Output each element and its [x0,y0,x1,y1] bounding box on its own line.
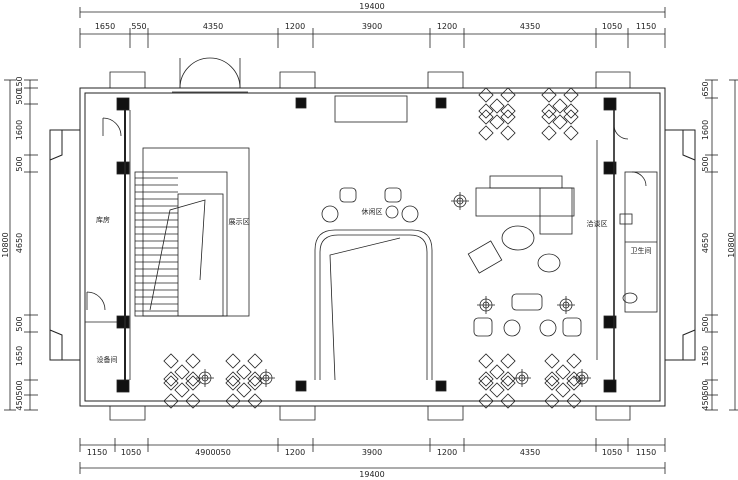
table-cluster [478,371,516,409]
top-dim-4: 1200 [285,22,305,31]
right-dim-6: 1650 [701,346,710,366]
top-dim-5: 3900 [362,22,382,31]
left-partition [85,110,131,380]
columns [116,97,617,393]
top-total-dim: 19400 [359,2,384,11]
left-dim-6: 500 [15,316,24,331]
lamp-icon [477,296,495,314]
table-cluster [478,353,516,391]
left-total-dim: 10800 [1,232,10,257]
right-dim-2: 1600 [701,120,710,140]
bottom-dim-9: 1150 [636,448,656,457]
bottom-dim-5: 3900 [362,448,382,457]
vertical-dimension-labels: 10800 150 500 1600 500 4650 500 1650 500… [1,76,736,410]
stair-arrow [149,199,206,311]
left-dim-4: 500 [15,156,24,171]
staircase [134,147,250,317]
entrance-door [172,57,248,93]
table-cluster [163,353,201,391]
lamp-icon [513,369,531,387]
table-cluster [544,371,582,409]
top-dim-6: 1200 [437,22,457,31]
toilet-bowl-icon [622,292,638,304]
lamp-icon [257,369,275,387]
bottom-dim-3: 4900050 [195,448,231,457]
bottom-dimension-chain [79,438,666,474]
room-label-reception: 洽谈区 [587,219,608,228]
right-partition [596,110,658,380]
left-dim-2: 500 [15,89,24,104]
room-label-equipment: 设备间 [97,355,118,364]
table-cluster [163,371,201,409]
top-dim-9: 1150 [636,22,656,31]
left-dim-3: 1600 [15,120,24,140]
top-dim-7: 4350 [520,22,540,31]
table-cluster [478,87,516,125]
right-dim-4: 4650 [701,233,710,253]
counter [334,95,408,123]
table-cluster [225,371,263,409]
leisure-chairs [321,187,419,223]
bottom-dim-7: 4350 [520,448,540,457]
top-dim-2: 550 [131,22,146,31]
right-dim-7: 500 [701,380,710,395]
sink-icon [619,213,633,225]
table-clusters [163,87,582,409]
bottom-dim-8: 1050 [602,448,622,457]
table-cluster [478,103,516,141]
right-total-dim: 10800 [727,232,736,257]
top-dimension-chain [79,7,666,48]
facade-piers [109,71,631,421]
table-cluster [541,103,579,141]
central-opening [314,229,433,381]
left-dim-7: 1650 [15,346,24,366]
table-cluster [544,353,582,391]
bottom-dim-4: 1200 [285,448,305,457]
bottom-dim-2: 1050 [121,448,141,457]
lamp-icon [573,369,591,387]
bottom-dim-6: 1200 [437,448,457,457]
room-label-storage: 库房 [96,215,110,224]
left-dim-8: 500 [15,380,24,395]
sofa-set [467,175,582,337]
outer-walls [49,87,696,407]
top-dim-8: 1050 [602,22,622,31]
table-cluster [225,353,263,391]
left-dim-5: 4650 [15,233,24,253]
bottom-total-dim: 19400 [359,470,384,479]
lamp-icon [196,369,214,387]
right-dim-8: 450 [701,395,710,410]
bottom-dim-1: 1150 [87,448,107,457]
top-dim-3: 4350 [203,22,223,31]
lamp-icon [557,296,575,314]
left-dimension-chain [4,79,38,411]
lamp-icon [451,192,469,210]
table-cluster [541,87,579,125]
floor-lamps [196,192,591,387]
room-labels: 库房 设备间 展示区 休闲区 洽谈区 卫生间 [96,207,652,364]
stair-treads [135,177,206,312]
right-dim-1: 650 [701,81,710,96]
left-dim-9: 450 [15,395,24,410]
right-dim-3: 500 [701,156,710,171]
room-label-toilet: 卫生间 [631,246,652,255]
top-dim-1: 1650 [95,22,115,31]
right-dimension-chain [705,79,738,411]
left-dim-1: 150 [15,76,24,91]
room-label-leisure: 休闲区 [362,207,383,216]
right-dim-5: 500 [701,316,710,331]
room-label-display: 展示区 [229,218,250,226]
dimension-labels: 19400 1650 550 4350 1200 3900 1200 4350 … [87,2,656,479]
